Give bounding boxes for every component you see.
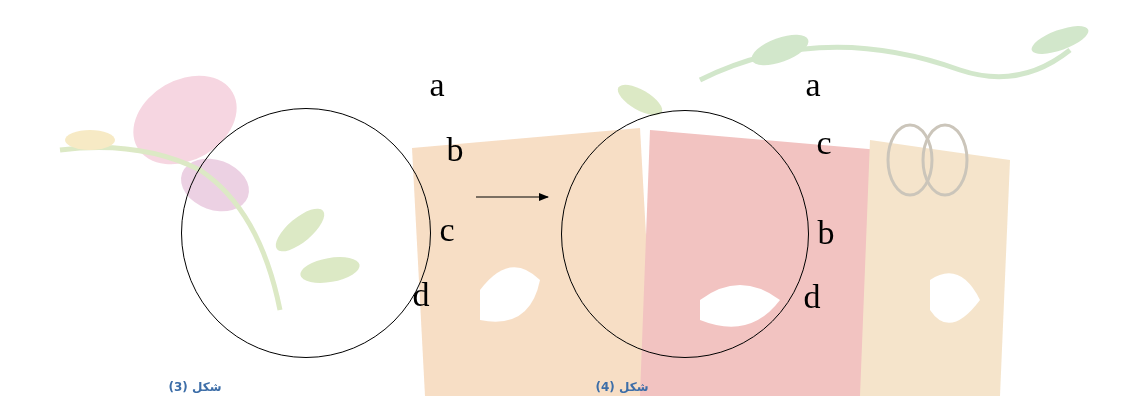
point-label: b — [818, 216, 835, 250]
point-label: b — [447, 133, 464, 167]
point-label: c — [816, 126, 831, 160]
circle-node: abcd — [181, 108, 431, 358]
circle-outline — [561, 110, 809, 358]
point-label: d — [804, 280, 821, 314]
figure-caption: شكل (3) — [169, 380, 222, 394]
point-label: a — [805, 68, 820, 102]
point-label: d — [413, 278, 430, 312]
figure-caption: شكل (4) — [596, 380, 649, 394]
point-label: c — [439, 213, 454, 247]
circle-node: acbd — [561, 110, 809, 358]
circle-outline — [181, 108, 431, 358]
transform-arrow — [476, 196, 548, 197]
point-label: a — [429, 68, 444, 102]
